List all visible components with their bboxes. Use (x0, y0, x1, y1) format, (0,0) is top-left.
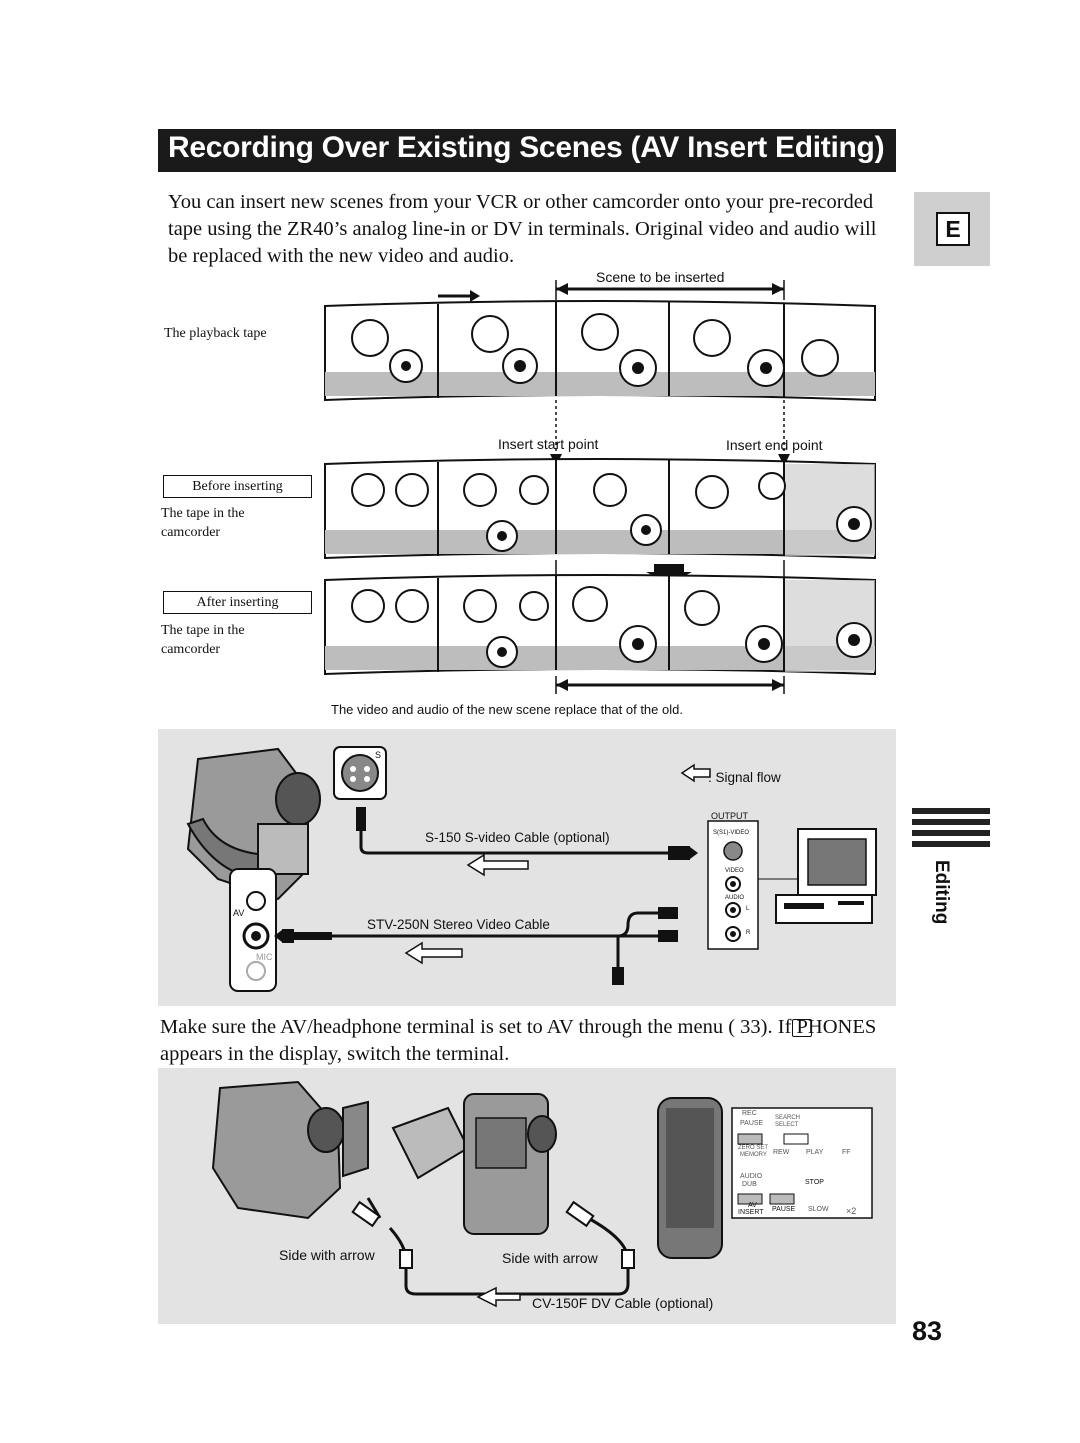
remote-insert-label: INSERT (738, 1209, 764, 1216)
scene-label: Scene to be inserted (596, 269, 725, 285)
note-paragraph: Make sure the AV/headphone terminal is s… (160, 1016, 877, 1065)
remote-slow-label: SLOW (808, 1206, 829, 1213)
remote-pause-label: PAUSE (740, 1120, 764, 1127)
camcorder-tape-label-after: The tape in the camcorder (161, 623, 245, 657)
intro-paragraph: You can insert new scenes from your VCR … (168, 191, 877, 267)
dv-connection-svg (211, 1080, 873, 1308)
before-inserting-label: Before inserting (163, 475, 312, 498)
remote-play-label: PLAY (806, 1149, 824, 1156)
title-bar (158, 129, 896, 172)
remote-select-label: SELECT (775, 1122, 799, 1128)
output-label: OUTPUT (711, 811, 748, 821)
section-label: Editing (931, 860, 952, 925)
after-tape-frames (324, 574, 876, 676)
playback-tape-label: The playback tape (164, 326, 267, 341)
page-number: 83 (912, 1316, 943, 1346)
recording-camcorder (391, 1093, 557, 1235)
remote-rew-label: REW (773, 1149, 790, 1156)
remote-pause2-label: PAUSE (772, 1206, 796, 1213)
remote-dub-label: DUB (742, 1181, 757, 1188)
source-camcorder (211, 1080, 369, 1220)
insert-end-label: Insert end point (726, 437, 823, 453)
playback-tape-frames (324, 300, 876, 402)
mic-label: MIC (256, 952, 273, 962)
remote-rec-label: REC (742, 1110, 757, 1117)
signal-flow-label: : Signal flow (708, 770, 781, 785)
remote-stop-label: STOP (805, 1179, 824, 1186)
svideo-cable-label: S-150 S-video Cable (optional) (425, 830, 610, 845)
book-icon (792, 1019, 812, 1037)
camcorder-tape-label-before: The tape in the camcorder (161, 506, 245, 540)
right-channel-label: R (746, 930, 751, 936)
remote-x2-label: ×2 (846, 1206, 857, 1216)
diagram-caption: The video and audio of the new scene rep… (331, 702, 683, 717)
wireless-controller (657, 1097, 873, 1259)
remote-ff-label: FF (842, 1149, 851, 1156)
remote-audio-label: AUDIO (740, 1173, 763, 1180)
remote-av-label: AV (748, 1202, 757, 1209)
after-inserting-label: After inserting (163, 591, 312, 614)
left-channel-label: L (746, 906, 750, 912)
page-title: Recording Over Existing Scenes (AV Inser… (168, 131, 885, 164)
stereo-cable-label: STV-250N Stereo Video Cable (367, 917, 550, 932)
tv-vcr-illustration (775, 828, 877, 924)
insert-end-marker (778, 454, 790, 466)
side-with-arrow-label-2: Side with arrow (502, 1250, 598, 1266)
audio-terminal-label: AUDIO (725, 895, 745, 901)
language-tab-letter: E (936, 212, 970, 246)
svideo-terminal-label: S(S1)-VIDEO (713, 830, 750, 836)
camcorder-illustration (186, 747, 321, 901)
signal-flow-icon (680, 763, 711, 783)
dv-signal-arrow (476, 1286, 521, 1308)
analog-connection-svg (186, 746, 877, 992)
insert-diagram (320, 268, 880, 708)
remote-search-label: SEARCH (775, 1115, 801, 1121)
remote-memory-label: MEMORY (740, 1152, 767, 1158)
side-with-arrow-label-1: Side with arrow (279, 1247, 375, 1263)
dv-connection-diagram (158, 1068, 896, 1324)
insert-start-label: Insert start point (498, 436, 599, 452)
insert-diagram-svg (324, 280, 876, 694)
analog-connection-diagram (158, 729, 896, 1006)
remote-zero-set-label: ZERO SET (738, 1145, 769, 1151)
section-marker-bars (912, 808, 990, 852)
before-tape-frames (324, 458, 876, 560)
video-terminal-label: VIDEO (725, 868, 744, 874)
s-label: S (375, 750, 382, 760)
dv-cable-label: CV-150F DV Cable (optional) (532, 1295, 714, 1311)
av-label: AV (233, 908, 245, 918)
